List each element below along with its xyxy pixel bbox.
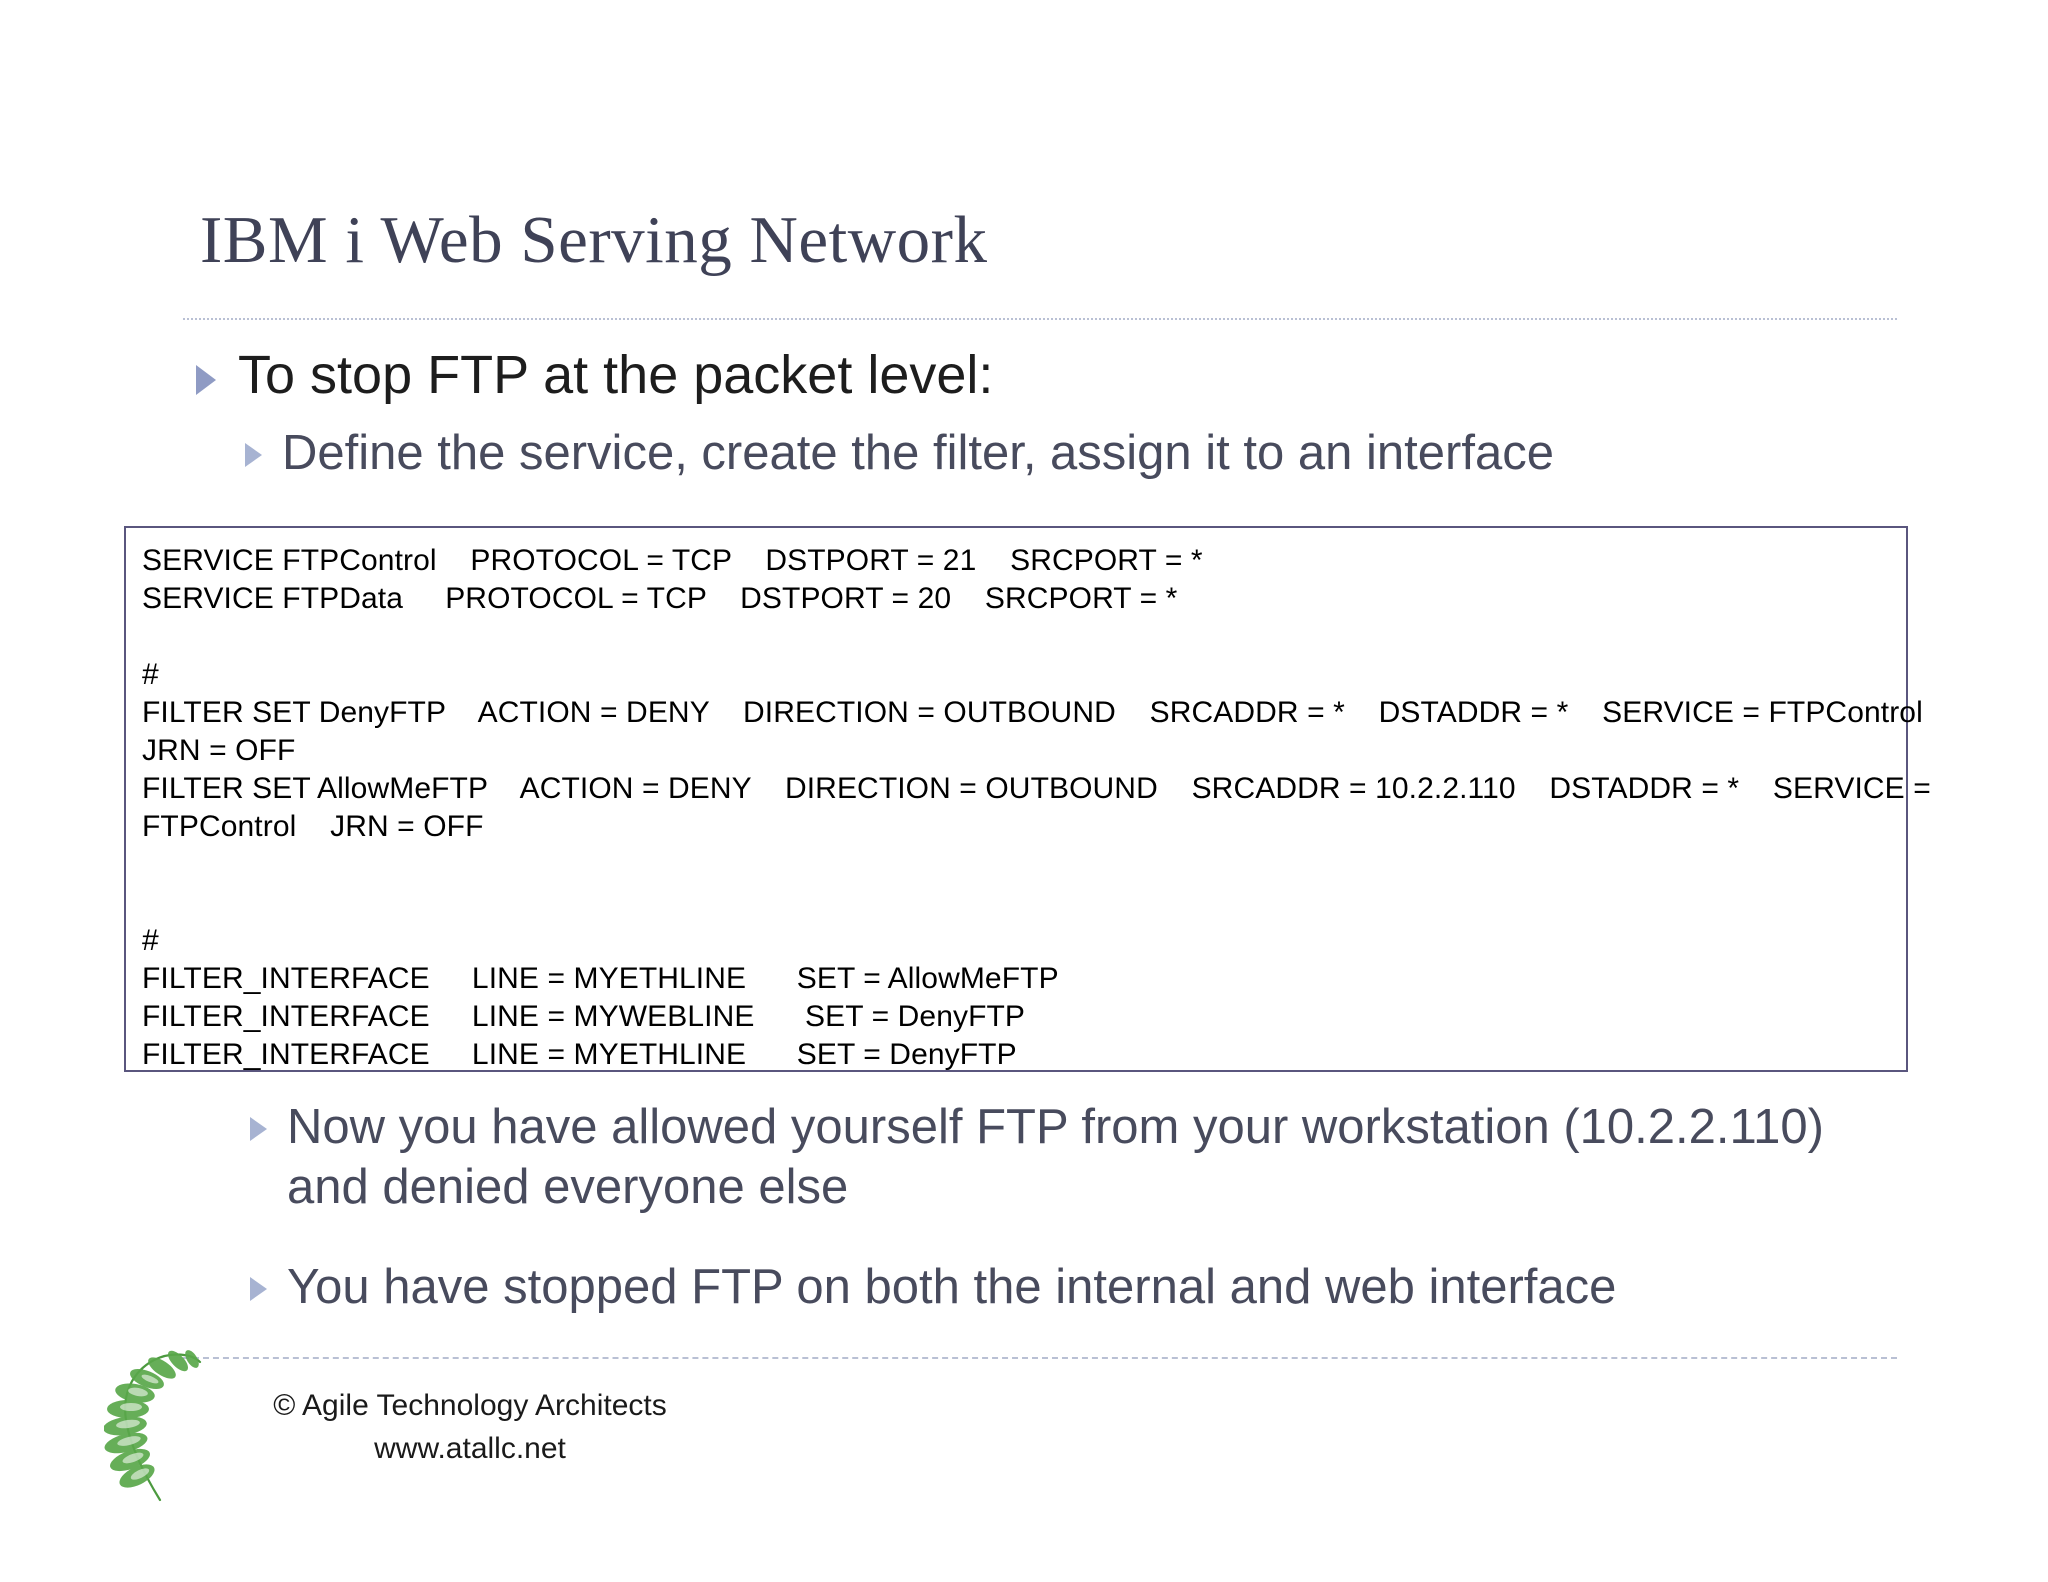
code-line: # [142,658,159,691]
bullet-stop-ftp-label: To stop FTP at the packet level: [238,345,994,405]
bullet-define-service: Define the service, create the filter, a… [245,424,1554,484]
bullet-allowed-yourself-label: Now you have allowed yourself FTP from y… [287,1100,1824,1214]
footer-credits: © Agile Technology Architects www.atallc… [190,1385,750,1470]
fern-leaf-logo [104,1350,202,1502]
bullet-triangle-icon [196,365,216,395]
code-line: FILTER_INTERFACE LINE = MYETHLINE SET = … [142,962,1059,995]
bullet-stopped-ftp-label: You have stopped FTP on both the interna… [287,1260,1617,1314]
code-line: FILTER SET DenyFTP ACTION = DENY DIRECTI… [142,696,1923,729]
page-title: IBM i Web Serving Network [200,203,988,277]
code-line: SERVICE FTPControl PROTOCOL = TCP DSTPOR… [142,544,1203,577]
footer-website: www.atallc.net [374,1431,566,1465]
bullet-define-service-label: Define the service, create the filter, a… [282,426,1554,480]
bullet-triangle-icon [250,1117,267,1141]
footer-divider [183,1357,1897,1359]
filter-rules-code-box: SERVICE FTPControl PROTOCOL = TCP DSTPOR… [124,526,1931,1072]
code-line: FILTER_INTERFACE LINE = MYETHLINE SET = … [142,1038,1017,1071]
code-line: FILTER_INTERFACE LINE = MYWEBLINE SET = … [142,1000,1026,1033]
bullet-triangle-icon [245,443,262,467]
bullet-allowed-yourself: Now you have allowed yourself FTP from y… [250,1098,1870,1218]
code-line: SERVICE FTPData PROTOCOL = TCP DSTPORT =… [142,582,1178,615]
bullet-stop-ftp: To stop FTP at the packet level: [196,345,993,405]
code-line: FILTER SET AllowMeFTP ACTION = DENY DIRE… [142,772,1931,805]
code-line: # [142,924,159,957]
footer-copyright: © Agile Technology Architects [273,1389,667,1422]
code-spacer [142,618,1906,656]
bullet-stopped-ftp: You have stopped FTP on both the interna… [250,1258,1910,1318]
code-spacer [142,846,1906,922]
bullet-triangle-icon [250,1277,267,1301]
code-line: FTPControl JRN = OFF [142,810,484,843]
code-line: JRN = OFF [142,734,296,767]
title-divider [183,318,1897,320]
